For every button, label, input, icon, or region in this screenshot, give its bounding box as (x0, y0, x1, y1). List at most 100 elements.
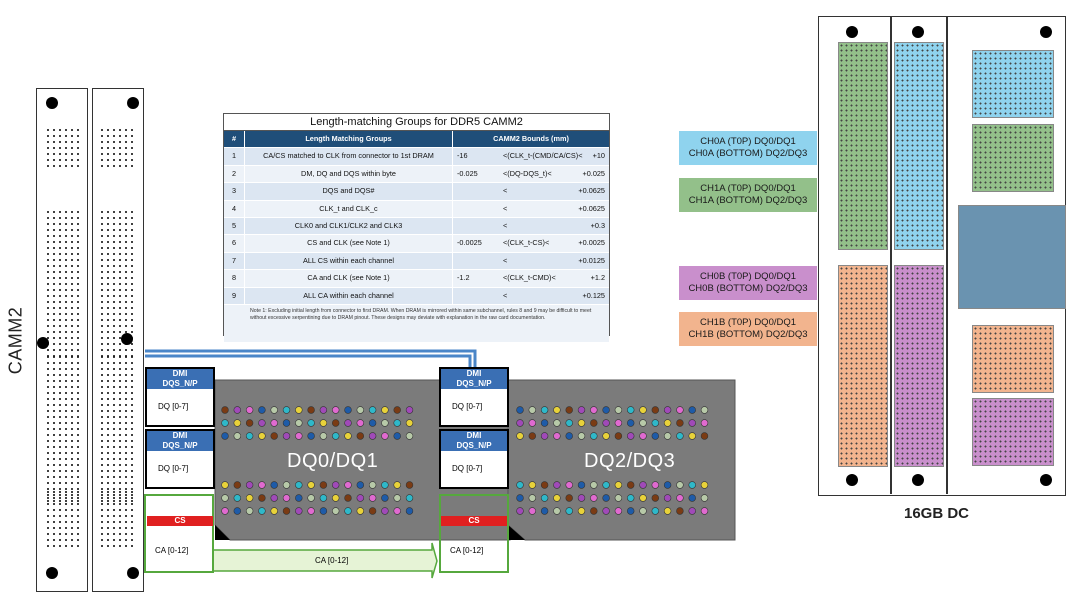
dram-ball (258, 507, 266, 515)
dram-ball (331, 419, 340, 427)
dram-ball (663, 419, 672, 427)
dqs-bar-3: DQS_N/P (441, 379, 507, 389)
dram-ball (307, 432, 315, 440)
dram-ball (602, 507, 610, 515)
row-bounds: -16<(CLK_t-(CMD/CA/CS)<+10 (452, 148, 609, 165)
dram-ball (282, 494, 291, 502)
row-bounds: <+0.0625 (452, 200, 609, 217)
dram-ball (270, 432, 278, 440)
dram-ball (565, 419, 573, 427)
dram-ball (688, 494, 696, 502)
channel-line-top: CH1A (T0P) DQ0/DQ1 (700, 182, 796, 194)
dram-ball (602, 481, 610, 489)
dimm-hole-2 (912, 26, 924, 38)
dram-ball (688, 481, 696, 489)
dimm-pmic-area (958, 205, 1066, 309)
dram-ball (553, 432, 561, 440)
bound-low: -1.2 (457, 273, 470, 283)
dram-ball (676, 481, 684, 489)
dram-ball (319, 507, 328, 515)
row-bounds: -1.2<(CLK_t-CMD)<+1.2 (452, 270, 609, 287)
dimm-dram-ch1a (972, 124, 1054, 192)
dram-ball (614, 406, 623, 414)
dram-ball (700, 494, 709, 502)
dram-ball (516, 406, 524, 414)
row-num: 8 (231, 273, 237, 283)
dram-ball (319, 481, 328, 489)
bound-high: +10 (592, 151, 605, 161)
dram-ball (221, 494, 229, 502)
dram-ball (405, 481, 414, 489)
dram-ball (688, 507, 696, 515)
dram-ball (381, 406, 389, 414)
dram-ball (516, 432, 524, 440)
dram-ball (405, 432, 414, 440)
dimm-hole-6 (1040, 474, 1052, 486)
dram-ball (663, 432, 672, 440)
dram-ball (344, 481, 352, 489)
dram-ball (639, 481, 647, 489)
camm-connector-left (36, 88, 88, 592)
channel-line-bottom: CH0A (BOTTOM) DQ2/DQ3 (688, 148, 808, 159)
dram-ball (577, 406, 586, 414)
bound-expr: < (503, 203, 508, 213)
dimm-hole (846, 26, 858, 38)
row-group: CLK0 and CLK1/CLK2 and CLK3 (244, 217, 452, 235)
dram-ball (319, 406, 328, 414)
dram-ball (393, 494, 401, 502)
row-bounds: <+0.0125 (452, 252, 609, 270)
row-bounds: -0.025<(DQ-DQS_t)<+0.025 (452, 165, 609, 183)
row-group: ALL CA within each channel (244, 287, 452, 304)
dmi-bar-2: DMI (147, 431, 213, 441)
ca-label-long: CA [0-12] (315, 556, 349, 565)
dram-ball (295, 406, 303, 414)
channel-line-bottom: CH1B (BOTTOM) DQ2/DQ3 (688, 329, 808, 340)
dram-ball (233, 507, 241, 515)
dram-ball (590, 507, 598, 515)
dram-ball (405, 494, 414, 502)
dimm-hole-3 (1040, 26, 1052, 38)
dram-ball (405, 406, 414, 414)
dram-ball (331, 507, 340, 515)
dram-ball (565, 432, 573, 440)
bound-low: -0.0025 (457, 238, 482, 248)
dram-ball (553, 481, 561, 489)
dram-ball (344, 406, 352, 414)
row-num: 2 (231, 168, 237, 178)
dimm-strip-ch1b (838, 265, 888, 467)
dram-ball (221, 432, 229, 440)
dram-ball (540, 494, 549, 502)
dram-ball (663, 494, 672, 502)
header-bounds: CAMM2 Bounds (mm) (452, 131, 609, 148)
dram-ball (356, 432, 365, 440)
dram-ball (688, 406, 696, 414)
dram-ball (516, 507, 524, 515)
dram-ball (577, 494, 586, 502)
row-group: CS and CLK (see Note 1) (244, 235, 452, 252)
dram-ball (221, 481, 229, 489)
dq-label-4: DQ [0-7] (452, 464, 483, 473)
dmi-bar: DMI (147, 369, 213, 379)
dram-ball (319, 494, 328, 502)
dram-ball (540, 432, 549, 440)
dram-ball (540, 507, 549, 515)
dq-label: DQ [0-7] (158, 402, 189, 411)
dram-ball (295, 481, 303, 489)
dram-ball (700, 507, 709, 515)
dram-ball (577, 507, 586, 515)
dram-ball (528, 406, 536, 414)
row-num: 3 (231, 186, 237, 196)
dram-ball (344, 419, 352, 427)
dram-ball (258, 406, 266, 414)
bound-high: +0.025 (582, 168, 605, 178)
dram-ball (258, 494, 266, 502)
dram-ball (614, 481, 623, 489)
channel-line-top: CH0B (T0P) DQ0/DQ1 (699, 270, 797, 282)
dram-ball (553, 494, 561, 502)
dram-ball (614, 507, 623, 515)
dram-ball (381, 419, 389, 427)
